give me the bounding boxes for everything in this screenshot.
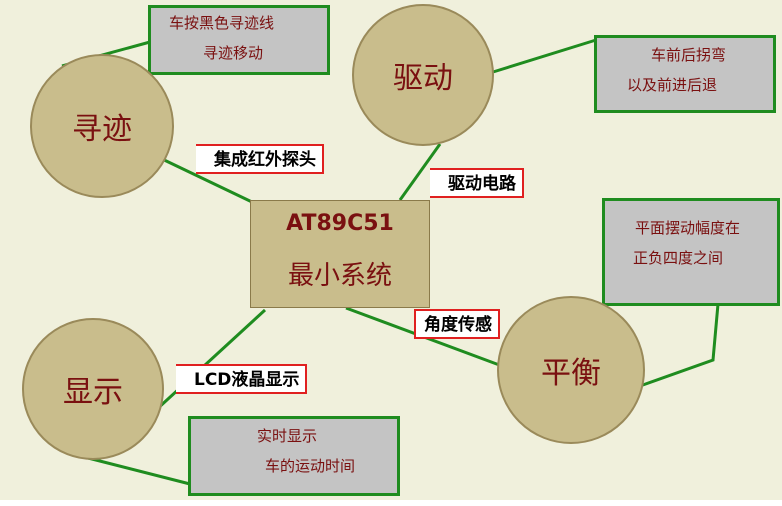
note-drive: 车前后拐弯 以及前进后退: [594, 35, 776, 113]
central-controller: AT89C51 最小系统: [250, 200, 430, 308]
module-balance-label: 平衡: [541, 356, 601, 391]
module-tracking-label: 寻迹: [72, 112, 132, 147]
link-tracking-central: [159, 156, 253, 204]
tag-drive-circuit: 驱动电路: [430, 168, 524, 198]
module-tracking: 寻迹: [30, 54, 174, 198]
module-drive: 驱动: [352, 4, 494, 146]
note-display: 实时显示 车的运动时间: [188, 416, 400, 496]
note-balance-line1: 平面摆动幅度在: [635, 219, 741, 237]
link-drive-central: [398, 143, 442, 201]
note-drive-line2: 以及前进后退: [627, 76, 718, 94]
module-drive-label: 驱动: [393, 61, 453, 96]
module-balance: 平衡: [497, 296, 645, 444]
note-balance-line2: 正负四度之间: [633, 249, 724, 267]
note-display-line1: 实时显示: [257, 427, 318, 445]
note-drive-line1: 车前后拐弯: [651, 46, 727, 64]
central-name: 最小系统: [287, 261, 392, 291]
note-tracking-line1: 车按黑色寻迹线: [169, 14, 275, 32]
module-display-label: 显示: [63, 375, 123, 410]
note-display-line2: 车的运动时间: [265, 457, 356, 475]
link-display-note: [87, 456, 191, 486]
link-central-display: [154, 308, 267, 412]
note-tracking-line2: 寻迹移动: [203, 44, 264, 62]
note-tracking: 车按黑色寻迹线 寻迹移动: [148, 5, 330, 75]
tag-lcd-display: LCD液晶显示: [176, 364, 308, 394]
module-display: 显示: [22, 318, 164, 460]
tag-angle-sensor: 角度传感: [414, 309, 500, 339]
note-balance: 平面摆动幅度在 正负四度之间: [602, 198, 780, 306]
central-model: AT89C51: [286, 211, 394, 236]
link-drive-note: [492, 38, 597, 74]
link-balance-note: [639, 303, 720, 388]
tag-sensor: 集成红外探头: [196, 144, 324, 174]
